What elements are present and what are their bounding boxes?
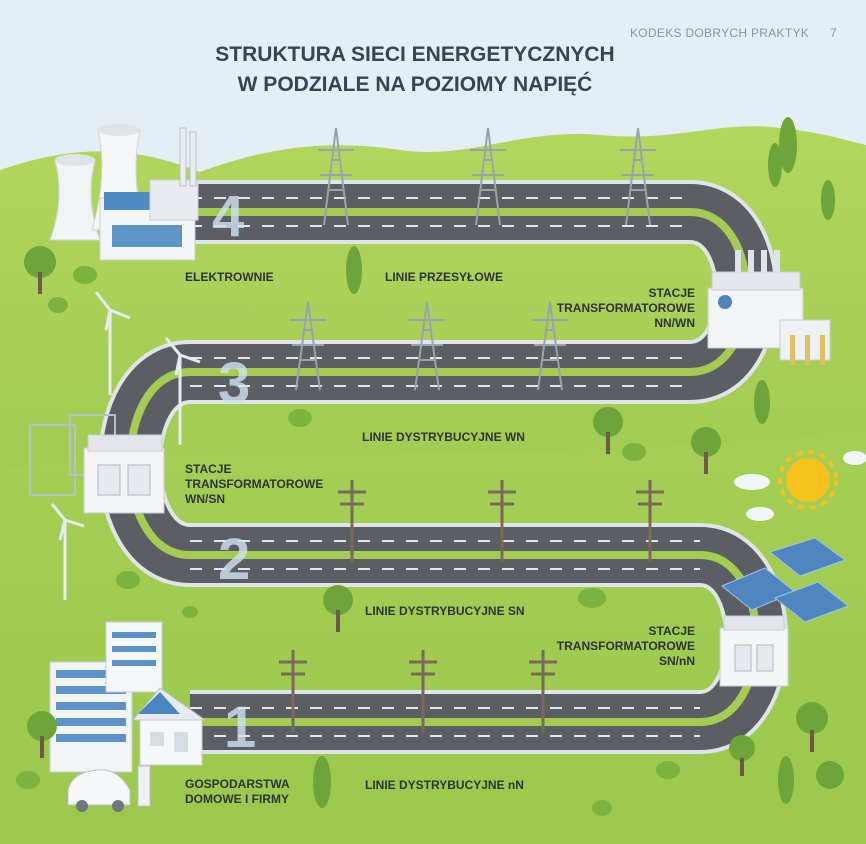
power-plants-label: ELEKTROWNIE — [185, 270, 274, 284]
substation-wn-sn-label: STACJE TRANSFORMATOROWE WN/SN — [185, 462, 324, 506]
level-number-3: 3 — [218, 351, 251, 416]
trees — [24, 117, 844, 808]
page-title: STRUKTURA SIECI ENERGETYCZNYCH W PODZIAL… — [180, 40, 650, 100]
level-number-2: 2 — [218, 527, 251, 592]
bushes — [16, 266, 680, 816]
poles-level-2 — [338, 480, 664, 562]
level-number-4: 4 — [212, 184, 245, 249]
page-title-line-1: STRUKTURA SIECI ENERGETYCZNYCH — [215, 43, 615, 66]
publication-title: KODEKS DOBRYCH PRAKTYK — [630, 26, 810, 40]
line-label-level-2: LINIE DYSTRYBUCYJNE SN — [365, 604, 525, 618]
cloud-icon — [734, 451, 866, 521]
poles-level-1 — [279, 650, 557, 732]
substation-wn-sn-illustration — [29, 414, 165, 514]
level-number-1: 1 — [224, 695, 257, 760]
households-label: GOSPODARSTWA DOMOWE I FIRMY — [185, 777, 290, 806]
transmission-towers-level-4 — [318, 127, 656, 226]
sun-icon — [778, 450, 838, 510]
substation-nn-wn-illustration — [707, 250, 831, 365]
wind-turbines — [50, 291, 201, 600]
substation-sn-nn-label: STACJE TRANSFORMATOROWE SN/nN — [556, 624, 695, 668]
substation-sn-nn-illustration — [719, 537, 850, 687]
power-plant-illustration — [49, 124, 199, 261]
line-label-level-3: LINIE DYSTRYBUCYJNE WN — [362, 430, 525, 444]
line-label-level-1: LINIE DYSTRYBUCYJNE nN — [365, 778, 524, 792]
households-illustration — [49, 621, 207, 812]
substation-nn-wn-label: STACJE TRANSFORMATOROWE NN/WN — [556, 286, 695, 330]
line-label-level-4: LINIE PRZESYŁOWE — [385, 270, 504, 284]
transmission-towers-level-3 — [290, 301, 568, 391]
page-title-line-2: W PODZIALE NA POZIOMY NAPIĘĆ — [237, 73, 593, 96]
page-number: 7 — [830, 26, 837, 40]
